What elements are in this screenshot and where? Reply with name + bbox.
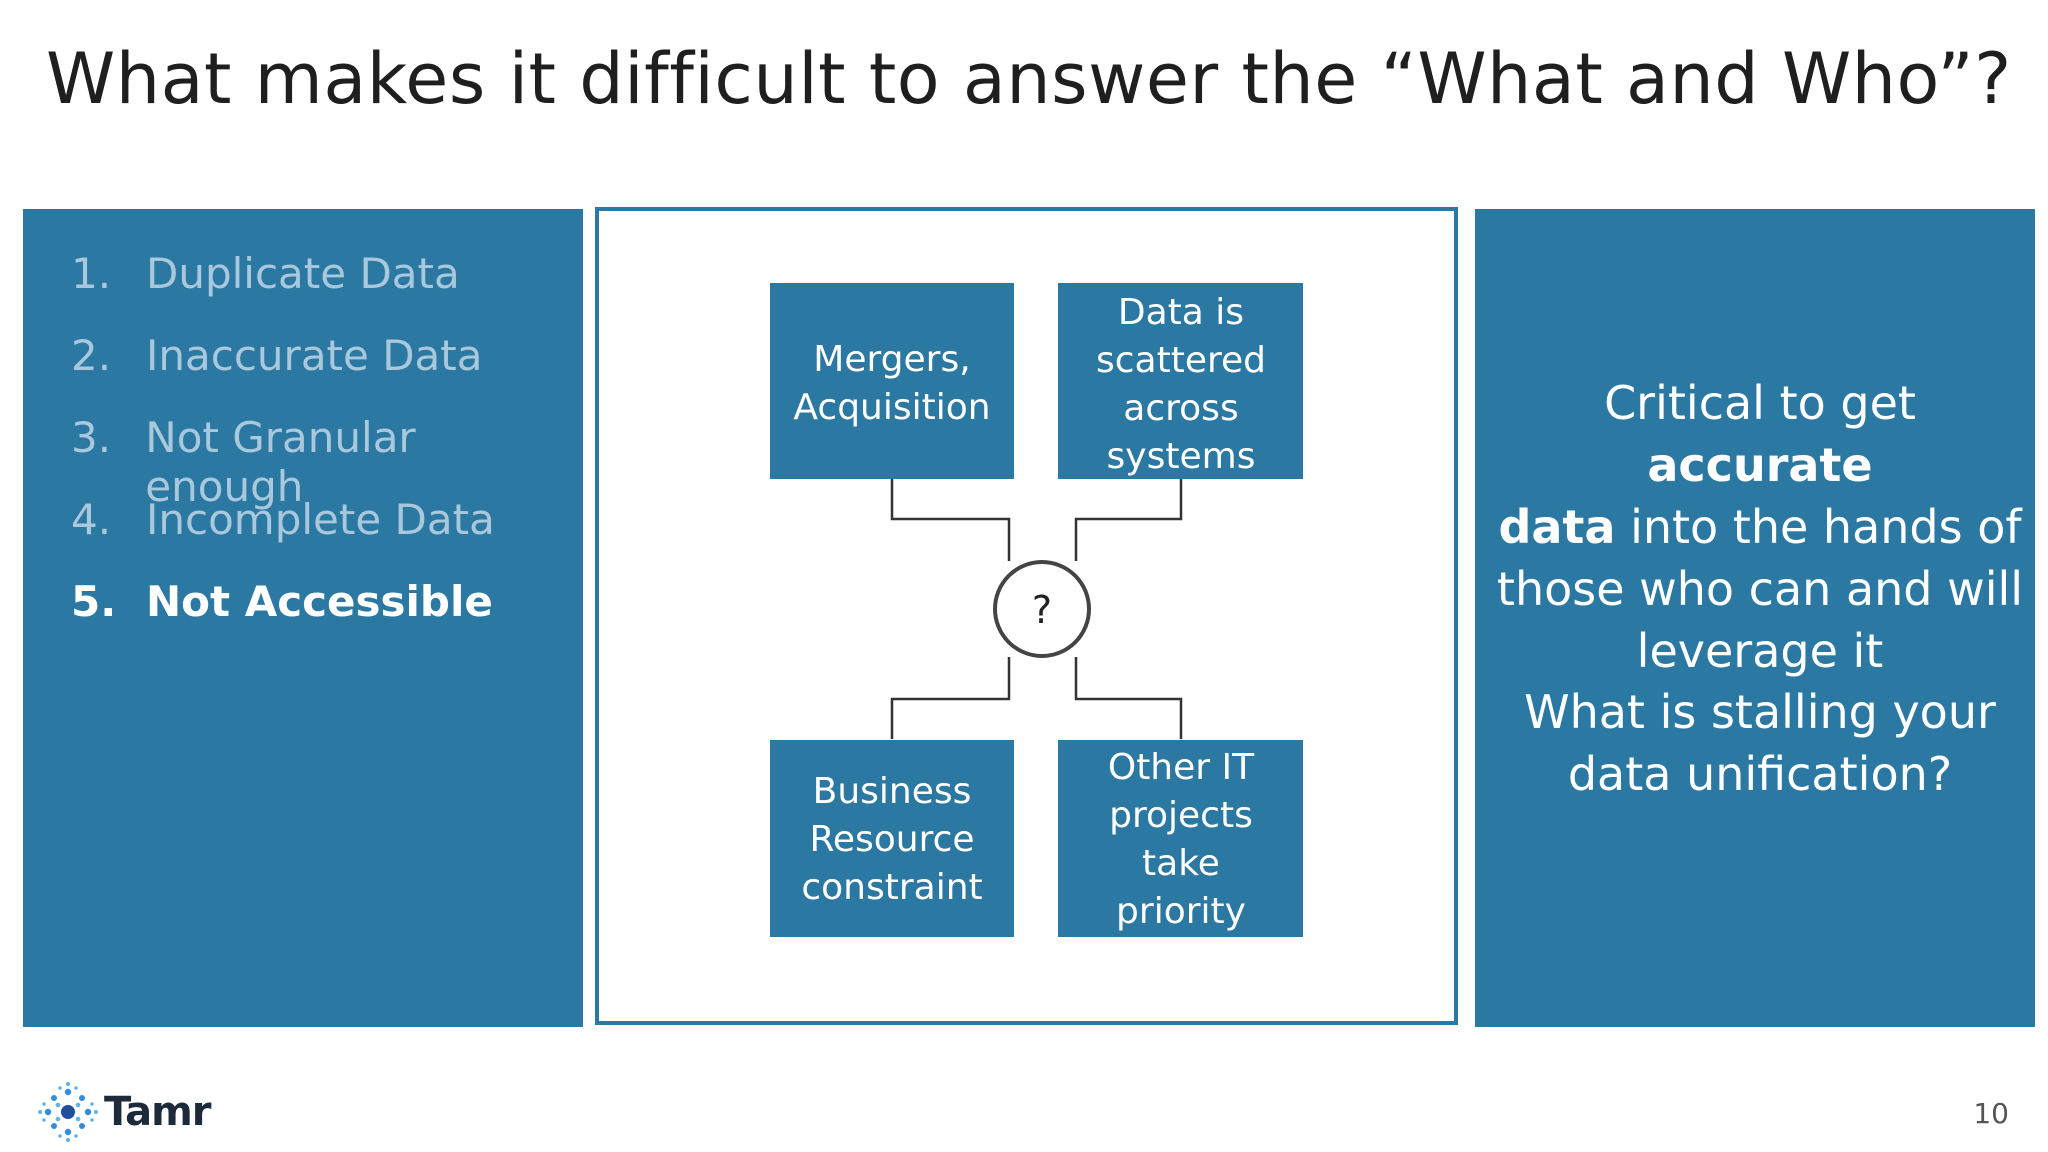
connector-top-left [890,479,1011,561]
connector-lines [890,479,1183,739]
cause-box-mergers: Mergers, Acquisition [770,283,1014,479]
box-line: Acquisition [793,387,990,428]
cause-box-other-projects: Other IT projects take priority [1058,740,1303,937]
issue-label: Inaccurate Data [146,331,483,380]
issue-item: 1. Duplicate Data [71,249,583,331]
box-line: Other IT [1108,747,1255,788]
connector-bottom-right [1074,657,1183,739]
page-number: 10 [1973,1097,2009,1130]
box-line: Resource [809,819,974,860]
critical-bold-data: data [1498,500,1616,554]
issue-item: 3. Not Granular enough [71,413,583,511]
box-line: scattered [1096,340,1266,381]
critical-bold-accurate: accurate [1647,438,1873,492]
box-line: constraint [801,867,982,908]
issue-number: 1. [71,249,112,298]
issue-number: 5. [71,577,117,626]
issue-item: 2. Inaccurate Data [71,331,583,413]
issue-item-active: 5. Not Accessible [71,577,583,659]
slide-title: What makes it difficult to answer the “W… [46,38,2012,120]
diagram-panel: Mergers, Acquisition Data is scattered a… [595,207,1458,1025]
stall-question: What is stalling your data unification? [1524,685,1996,801]
box-line: take [1142,843,1220,884]
cause-box-business-constraint: Business Resource constraint [770,740,1014,937]
box-line: projects [1109,795,1253,836]
issues-list: 1. Duplicate Data 2. Inaccurate Data 3. … [71,249,583,659]
issues-panel: 1. Duplicate Data 2. Inaccurate Data 3. … [23,209,583,1027]
box-line: across [1123,388,1238,429]
issue-number: 2. [71,331,112,380]
tamr-logo: Tamr [36,1080,212,1144]
critical-pre: Critical to get [1604,376,1916,430]
question-node: ? [993,560,1091,658]
cause-box-scattered-data: Data is scattered across systems [1058,283,1303,479]
issue-label: Incomplete Data [146,495,495,544]
box-line: Mergers, [813,339,970,380]
critical-statement: Critical to get accurate data into the ha… [1495,372,2025,682]
issue-label: Not Accessible [146,577,493,626]
issue-number: 4. [71,495,112,544]
box-line: priority [1116,891,1246,932]
causes-diagram: Mergers, Acquisition Data is scattered a… [770,283,1303,937]
issue-label: Duplicate Data [146,249,460,298]
logo-text: Tamr [104,1089,212,1135]
question-mark: ? [1032,588,1052,632]
message-panel: Critical to get accurate data into the ha… [1475,209,2035,1027]
connector-top-right [1074,479,1183,561]
box-line: Data is [1118,292,1244,333]
issue-number: 3. [71,413,112,462]
critical-post: into the hands of those who can and will… [1496,500,2024,678]
box-line: Business [813,771,972,812]
tamr-starburst-icon [38,1082,98,1142]
issue-item: 4. Incomplete Data [71,495,583,577]
issue-label: Not Granular enough [145,413,416,511]
box-line: systems [1107,436,1256,477]
connector-bottom-left [890,657,1011,739]
